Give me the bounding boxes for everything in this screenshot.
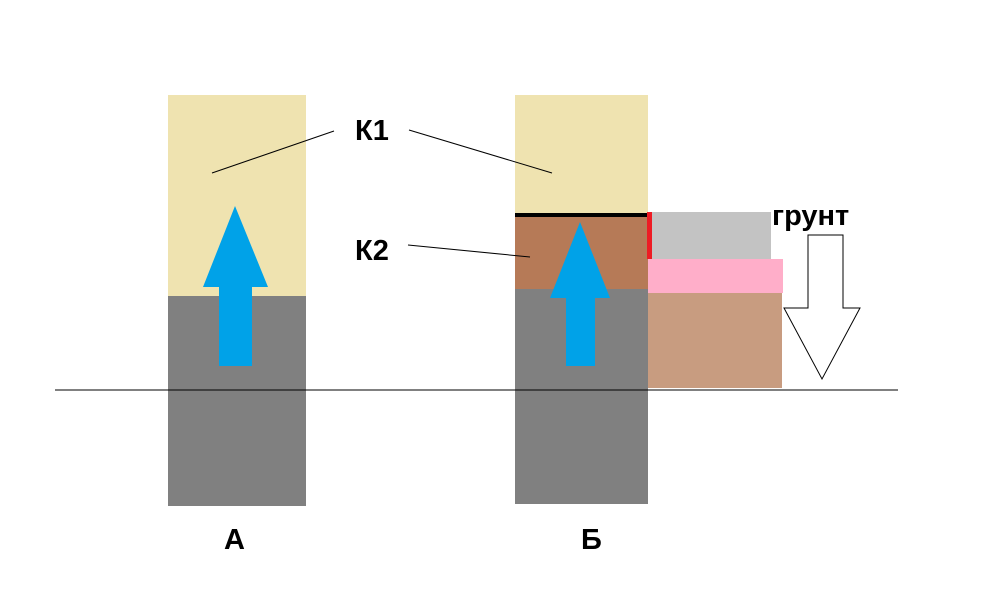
- label-a: А: [224, 524, 245, 556]
- arrow-up-icon: [203, 206, 268, 366]
- insulation-block: [647, 212, 783, 388]
- soil-backfill: [648, 293, 782, 388]
- red-edge-mark: [647, 212, 652, 259]
- leader-k1-b: [408, 129, 553, 174]
- leader-k2: [407, 244, 531, 258]
- arrow-down-icon: [783, 234, 861, 381]
- column-b-k1-layer: [515, 95, 648, 215]
- label-b: Б: [581, 524, 602, 556]
- label-k1: К1: [355, 115, 389, 147]
- label-soil: грунт: [772, 200, 849, 232]
- pink-insulation-layer: [648, 259, 783, 293]
- label-k2: К2: [355, 235, 389, 267]
- leader-k1-a: [211, 130, 335, 174]
- grey-insulation-layer: [648, 212, 771, 259]
- column-a: [168, 95, 306, 506]
- column-b: [515, 95, 648, 504]
- arrow-up-icon: [550, 222, 610, 366]
